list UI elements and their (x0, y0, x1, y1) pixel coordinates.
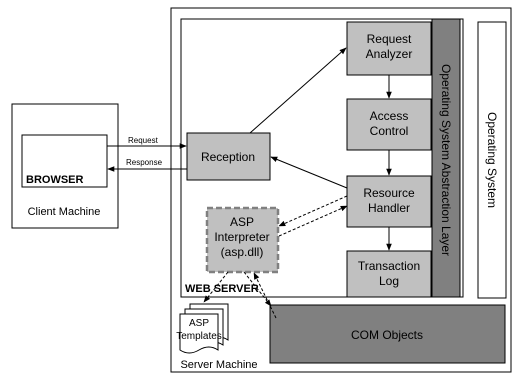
request-arrow-label: Request (128, 136, 159, 145)
operating-system-box (477, 21, 507, 299)
asp-templates-label-line1: ASP (189, 318, 209, 329)
asp-to-handler-arrow (278, 205, 348, 237)
web-server-label: WEB SERVER (185, 283, 259, 295)
asp-templates-label-line2: Templates (176, 331, 222, 342)
asp-interpreter-box (205, 206, 280, 274)
transaction-log-label-line2: Log (379, 274, 399, 288)
resource-handler-label-line2: Handler (368, 201, 410, 215)
asp-interpreter-label-line1: ASP (230, 215, 254, 229)
asp-interpreter-label-line2: Interpreter (214, 230, 269, 244)
client-machine-label: Client Machine (28, 206, 101, 218)
asp-to-com-arrow (243, 271, 272, 307)
reception-to-analyzer-arrow (249, 47, 347, 134)
asp-to-templates-arrow (203, 271, 229, 303)
com-objects-label: COM Objects (351, 328, 423, 342)
com-to-asp-arrow (253, 272, 277, 319)
asp-interpreter-label-line3: (asp.dll) (221, 245, 264, 259)
com-objects-box (269, 304, 506, 364)
transaction-log-box (346, 250, 432, 298)
asp-templates-icon (179, 303, 229, 354)
handler-to-reception-arrow (270, 156, 348, 189)
operating-system-label: Operating System (485, 112, 499, 208)
browser-label: BROWSER (26, 174, 84, 186)
request-analyzer-label-line1: Request (367, 32, 412, 46)
os-abstraction-layer-box (431, 18, 461, 298)
access-control-label-line2: Control (370, 124, 409, 138)
access-control-box (346, 98, 432, 151)
browser-box (21, 134, 108, 188)
os-abstraction-layer-label: Operating System Abstraction Layer (439, 64, 453, 256)
transaction-log-label-line1: Transaction (358, 259, 420, 273)
reception-label: Reception (201, 150, 255, 164)
server-machine-label: Server Machine (180, 359, 257, 371)
handler-to-asp-arrow (278, 195, 348, 227)
response-arrow-label: Response (126, 158, 163, 167)
request-analyzer-label-line2: Analyzer (366, 47, 413, 61)
reception-box (186, 132, 271, 181)
resource-handler-label-line1: Resource (363, 186, 415, 200)
access-control-label-line1: Access (370, 109, 409, 123)
